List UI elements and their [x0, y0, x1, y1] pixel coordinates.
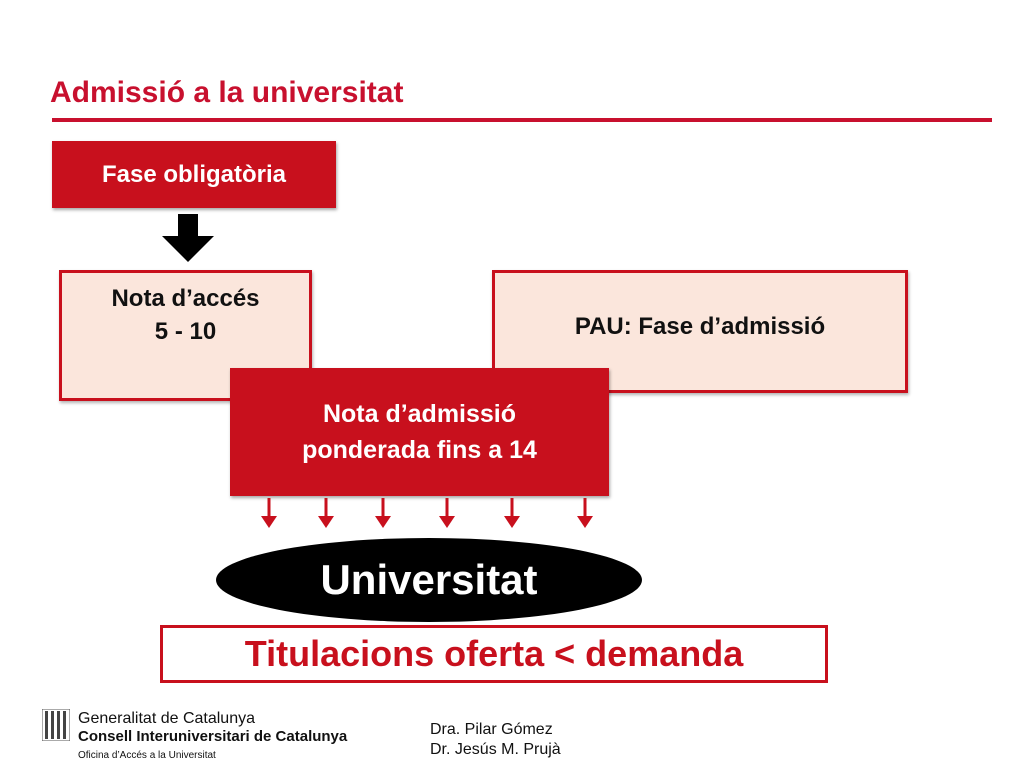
red-down-arrow-icon — [375, 498, 391, 528]
institution-footer: Generalitat de Catalunya Consell Interun… — [78, 710, 347, 764]
title-divider — [52, 118, 992, 122]
nota-admissio-box: Nota d’admissió ponderada fins a 14 — [230, 368, 609, 496]
generalitat-logo-icon — [42, 709, 70, 741]
red-arrows — [261, 498, 593, 528]
red-down-arrow-icon — [577, 498, 593, 528]
titulacions-box: Titulacions oferta < demanda — [160, 625, 828, 683]
nota-acces-box: Nota d’accés 5 - 10 — [59, 270, 312, 401]
oficina-name: Oficina d’Accés a la Universitat — [78, 750, 216, 761]
author-2: Dr. Jesús M. Prujà — [430, 741, 561, 758]
nota-acces-range: 5 - 10 — [154, 317, 217, 345]
slide-title: Admissió a la universitat — [50, 76, 404, 109]
universitat-ellipse: Universitat — [216, 538, 642, 622]
red-down-arrow-icon — [261, 498, 277, 528]
generalitat-name: Generalitat de Catalunya — [78, 710, 255, 727]
black-down-arrow-icon — [162, 214, 214, 262]
nota-acces-label: Nota d’accés — [111, 285, 260, 313]
authors-footer: Dra. Pilar Gómez Dr. Jesús M. Prujà — [430, 720, 561, 760]
fase-obligatoria-box: Fase obligatòria — [52, 141, 336, 208]
author-1: Dra. Pilar Gómez — [430, 721, 553, 738]
nota-admissio-label: Nota d’admissió — [322, 399, 517, 428]
consell-name: Consell Interuniversitari de Catalunya — [78, 728, 348, 745]
red-down-arrow-icon — [318, 498, 334, 528]
nota-admissio-detail: ponderada fins a 14 — [302, 436, 537, 464]
red-down-arrow-icon — [504, 498, 520, 528]
red-down-arrow-icon — [439, 498, 455, 528]
